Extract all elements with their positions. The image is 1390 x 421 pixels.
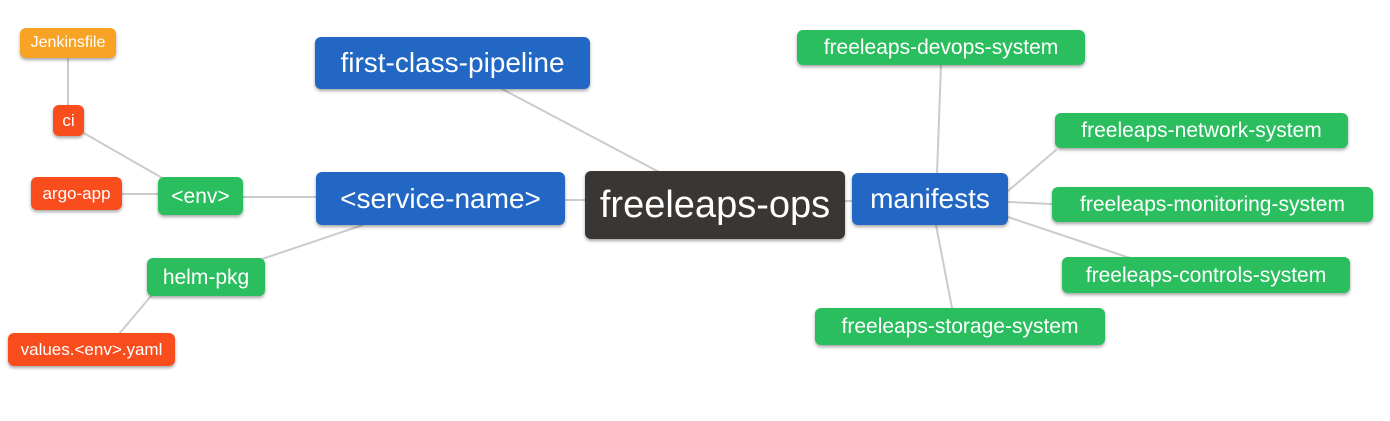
node-network-system[interactable]: freeleaps-network-system	[1055, 113, 1348, 148]
edge-manifests-to-network-system	[1007, 149, 1057, 192]
node-jenkinsfile[interactable]: Jenkinsfile	[20, 28, 116, 58]
edge-ci-to-env	[81, 131, 165, 180]
node-service-name[interactable]: <service-name>	[316, 172, 565, 225]
edge-manifests-to-monitoring-system	[1007, 201, 1053, 205]
node-values-env-yaml[interactable]: values.<env>.yaml	[8, 333, 175, 366]
node-storage-system[interactable]: freeleaps-storage-system	[815, 308, 1105, 345]
node-argo-app[interactable]: argo-app	[31, 177, 122, 210]
edge-service-name-to-helm-pkg	[261, 224, 364, 260]
node-helm-pkg[interactable]: helm-pkg	[147, 258, 265, 296]
node-first-class-pipeline[interactable]: first-class-pipeline	[315, 37, 590, 89]
node-manifests[interactable]: manifests	[852, 173, 1008, 225]
edge-first-class-pipeline-to-freeleaps-ops	[501, 88, 660, 173]
node-monitoring-system[interactable]: freeleaps-monitoring-system	[1052, 187, 1373, 222]
node-controls-system[interactable]: freeleaps-controls-system	[1062, 257, 1350, 293]
edge-manifests-to-controls-system	[1007, 216, 1131, 259]
node-freeleaps-ops[interactable]: freeleaps-ops	[585, 171, 845, 239]
node-env[interactable]: <env>	[158, 177, 243, 215]
edge-helm-pkg-to-values-env-yaml	[118, 295, 152, 335]
edge-manifests-to-devops-system	[936, 64, 942, 175]
node-devops-system[interactable]: freeleaps-devops-system	[797, 30, 1085, 65]
node-ci[interactable]: ci	[53, 105, 84, 136]
edge-manifests-to-storage-system	[935, 224, 953, 309]
